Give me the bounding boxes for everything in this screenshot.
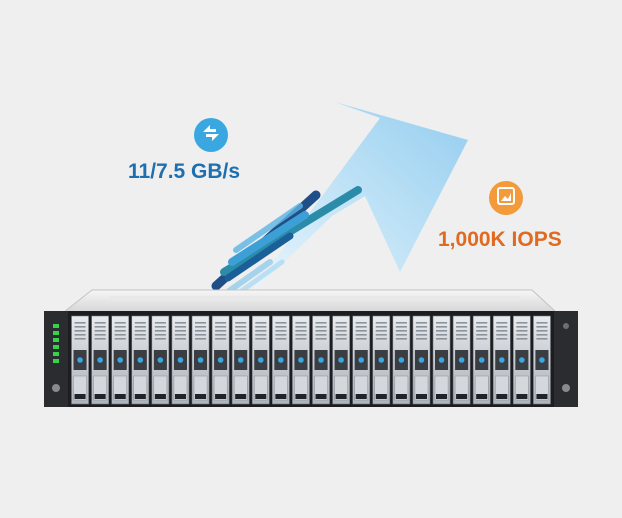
drive-bay (131, 315, 150, 405)
server-chassis-top (62, 289, 558, 313)
drive-bay (251, 315, 270, 405)
drive-bay (533, 315, 551, 405)
drive-bay (513, 315, 531, 405)
drive-led (217, 357, 224, 363)
drive-bay (352, 315, 371, 405)
drive-led (378, 357, 385, 363)
drive-led (438, 357, 445, 363)
drive-bay (332, 315, 350, 405)
drive-bay (432, 315, 451, 405)
drive-led (519, 357, 525, 363)
drive-led (117, 357, 124, 363)
drive-led (237, 357, 244, 363)
throughput-badge (194, 118, 228, 152)
drive-led (358, 357, 365, 363)
drive-bays (71, 315, 551, 405)
drive-bay (211, 315, 230, 405)
drive-bay (392, 315, 411, 405)
drive-led (177, 357, 184, 363)
drive-led (298, 357, 304, 363)
drive-led (278, 357, 284, 363)
drive-led (137, 357, 144, 363)
drive-led (257, 357, 264, 363)
drive-led (418, 357, 425, 363)
iops-label: 1,000K IOPS (438, 228, 562, 251)
status-leds (53, 324, 59, 363)
drive-led (478, 357, 485, 363)
drive-bay (452, 315, 471, 405)
chart-icon (496, 186, 516, 211)
drive-led (338, 357, 344, 363)
throughput-label: 11/7.5 GB/s (128, 160, 241, 183)
drive-bay (151, 315, 170, 405)
drive-led (458, 357, 465, 363)
drive-led (157, 357, 164, 363)
drive-bay (492, 315, 511, 405)
iops-badge (489, 181, 523, 215)
drive-bay (292, 315, 310, 405)
drive-bay (91, 315, 109, 405)
drive-bay (412, 315, 431, 405)
performance-arrow (245, 102, 468, 300)
drive-led (539, 357, 545, 363)
drive-led (77, 357, 83, 363)
drive-bay (312, 315, 330, 405)
drive-bay (171, 315, 190, 405)
drive-led (97, 357, 103, 363)
drive-led (197, 357, 204, 363)
drive-bay (71, 315, 89, 405)
drive-bay (472, 315, 491, 405)
drive-bay (191, 315, 210, 405)
drive-led (318, 357, 324, 363)
transfer-arrows-icon (200, 122, 222, 149)
drive-bay (231, 315, 250, 405)
speed-stripes (211, 186, 362, 299)
drive-bay (272, 315, 290, 405)
drive-bay (372, 315, 391, 405)
drive-bay (111, 315, 130, 405)
drive-led (398, 357, 405, 363)
drive-led (498, 357, 505, 363)
